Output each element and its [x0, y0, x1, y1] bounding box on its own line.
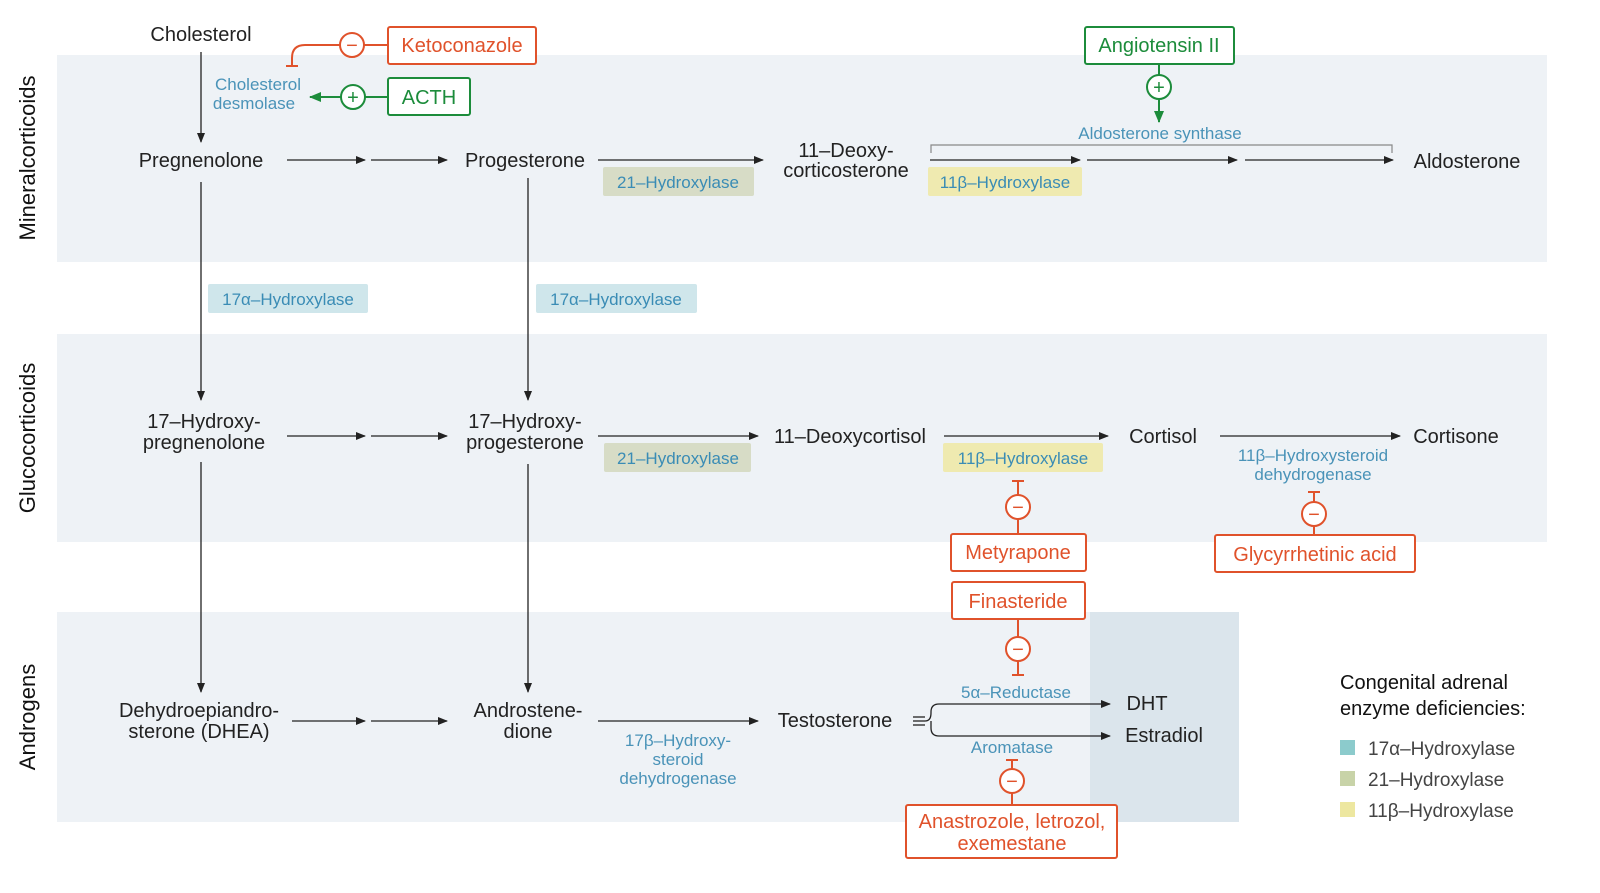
tag-21-hydroxylase-top-label: 21–Hydroxylase: [617, 173, 739, 192]
enzyme-aldosterone-synthase: Aldosterone synthase: [1078, 124, 1242, 143]
mineralocorticoid-band: [57, 55, 1547, 262]
metabolite-androstenedione-line1: Androstene-: [474, 700, 583, 722]
enzyme-17b-hsd-line3: dehydrogenase: [619, 769, 736, 788]
androgen-band: [57, 612, 1239, 822]
drug-anastrozole-line2: exemestane: [958, 833, 1067, 855]
legend-label-11b: 11β–Hydroxylase: [1368, 801, 1514, 822]
tag-17a-hydroxylase-right: [536, 284, 697, 313]
metabolite-17-hydroxypregnenolone-line2: pregnenolone: [143, 432, 265, 454]
section-label-androgens: Androgens: [15, 664, 40, 770]
metabolite-cortisol: Cortisol: [1129, 426, 1197, 448]
tag-17a-hydroxylase-left: [208, 284, 368, 313]
enzyme-17b-hsd-line1: 17β–Hydroxy-: [625, 731, 731, 750]
legend: Congenital adrenal enzyme deficiencies: …: [1340, 672, 1526, 822]
peripheral-conversion-band: [1090, 612, 1239, 822]
drug-box-acth: [387, 77, 471, 116]
glycyrrhetinic-inhibition: −: [1301, 491, 1327, 535]
drug-glycyrrhetinic-acid: Glycyrrhetinic acid: [1233, 544, 1396, 566]
metabolite-17-hydroxyprogesterone-line2: progesterone: [466, 432, 584, 454]
drug-box-ketoconazole: [387, 26, 537, 65]
legend-label-21: 21–Hydroxylase: [1368, 770, 1504, 791]
enzyme-11b-hsd-line2: dehydrogenase: [1254, 465, 1371, 484]
inhibit-symbol-text: −: [1012, 639, 1024, 661]
metabolite-17-hydroxyprogesterone-line1: 17–Hydroxy-: [468, 411, 581, 433]
aromatase-inhibition: −: [999, 759, 1025, 805]
legend-swatch-21: [1340, 771, 1355, 786]
metabolite-dht: DHT: [1126, 693, 1167, 715]
acth-stimulation: +: [309, 84, 388, 110]
metabolite-dhea-line1: Dehydroepiandro-: [119, 700, 279, 722]
drug-angiotensin-ii: Angiotensin II: [1098, 35, 1219, 57]
metabolite-androstenedione-line2: dione: [504, 721, 553, 743]
inhibit-symbol-text: −: [1012, 497, 1024, 519]
inhibit-symbol-icon: [1301, 501, 1327, 527]
legend-swatch-17a: [1340, 740, 1355, 755]
metabolite-11-deoxycortisol: 11–Deoxycortisol: [774, 426, 926, 448]
legend-title-line1: Congenital adrenal: [1340, 672, 1508, 694]
inhibit-symbol-text: −: [1308, 504, 1320, 526]
tag-21-hydroxylase-top: [603, 167, 754, 196]
legend-label-17a: 17α–Hydroxylase: [1368, 739, 1515, 760]
metabolite-17-hydroxypregnenolone-line1: 17–Hydroxy-: [147, 411, 260, 433]
drug-metyrapone: Metyrapone: [965, 542, 1071, 564]
tag-17a-hydroxylase-right-label: 17α–Hydroxylase: [550, 290, 682, 309]
finasteride-inhibition: −: [1005, 619, 1031, 676]
enzyme-cholesterol-desmolase-line2: desmolase: [213, 94, 295, 113]
drug-box-glycyrrhetinic-acid: [1214, 534, 1416, 573]
metabolite-aldosterone: Aldosterone: [1414, 151, 1521, 173]
metabolite-pregnenolone: Pregnenolone: [139, 150, 264, 172]
tag-11b-hydroxylase-top: [928, 167, 1082, 196]
inhibit-symbol-icon: [999, 768, 1025, 794]
tag-11b-hydroxylase-mid-label: 11β–Hydroxylase: [958, 449, 1088, 468]
ketoconazole-inhibition: −: [286, 32, 388, 67]
glucocorticoid-band: [57, 334, 1547, 542]
inhibit-symbol-icon: [1005, 494, 1031, 520]
inhibit-symbol-text: −: [346, 35, 358, 57]
tag-11b-hydroxylase-mid: [943, 443, 1103, 472]
metabolite-dhea-line2: sterone (DHEA): [128, 721, 269, 743]
legend-swatch-11b: [1340, 802, 1355, 817]
angiotensin-stimulation: +: [1146, 64, 1172, 123]
enzyme-aromatase: Aromatase: [971, 738, 1053, 757]
drug-finasteride: Finasteride: [969, 591, 1068, 613]
tag-21-hydroxylase-mid-label: 21–Hydroxylase: [617, 449, 739, 468]
section-label-mineralocorticoids: Mineralcorticoids: [15, 75, 40, 240]
inhibit-symbol-text: −: [1006, 771, 1018, 793]
drug-anastrozole-line1: Anastrozole, letrozol,: [919, 811, 1106, 833]
inhibit-symbol-icon: [1005, 636, 1031, 662]
stimulate-symbol-text: +: [347, 87, 359, 109]
metabolite-progesterone: Progesterone: [465, 150, 585, 172]
stimulate-symbol-icon: [1146, 74, 1172, 100]
tag-11b-hydroxylase-top-label: 11β–Hydroxylase: [940, 173, 1070, 192]
enzyme-5a-reductase: 5α–Reductase: [961, 683, 1071, 702]
drug-ketoconazole: Ketoconazole: [401, 35, 522, 57]
metabolite-testosterone: Testosterone: [778, 710, 893, 732]
metabolite-cortisone: Cortisone: [1413, 426, 1499, 448]
metabolite-cholesterol: Cholesterol: [150, 24, 251, 46]
drug-box-aromatase-inhibitors: [905, 804, 1118, 859]
stimulate-symbol-text: +: [1153, 77, 1165, 99]
metabolite-deoxycorticosterone-line2: corticosterone: [783, 160, 909, 182]
inhibit-symbol-icon: [339, 32, 365, 58]
legend-title-line2: enzyme deficiencies:: [1340, 698, 1526, 720]
enzyme-cholesterol-desmolase-line1: Cholesterol: [215, 75, 301, 94]
metyrapone-inhibition: −: [1005, 480, 1031, 534]
tag-17a-hydroxylase-left-label: 17α–Hydroxylase: [222, 290, 354, 309]
stimulate-symbol-icon: [340, 84, 366, 110]
section-label-glucocorticoids: Glucocorticoids: [15, 363, 40, 513]
enzyme-11b-hsd-line1: 11β–Hydroxysteroid: [1238, 446, 1388, 465]
metabolite-estradiol: Estradiol: [1125, 725, 1203, 747]
drug-acth: ACTH: [402, 87, 456, 109]
tag-21-hydroxylase-mid: [604, 443, 751, 472]
drug-box-metyrapone: [950, 533, 1087, 572]
enzyme-17b-hsd-line2: steroid: [652, 750, 703, 769]
pathway-arrows: [197, 52, 1401, 740]
metabolite-deoxycorticosterone-line1: 11–Deoxy-: [798, 140, 893, 162]
